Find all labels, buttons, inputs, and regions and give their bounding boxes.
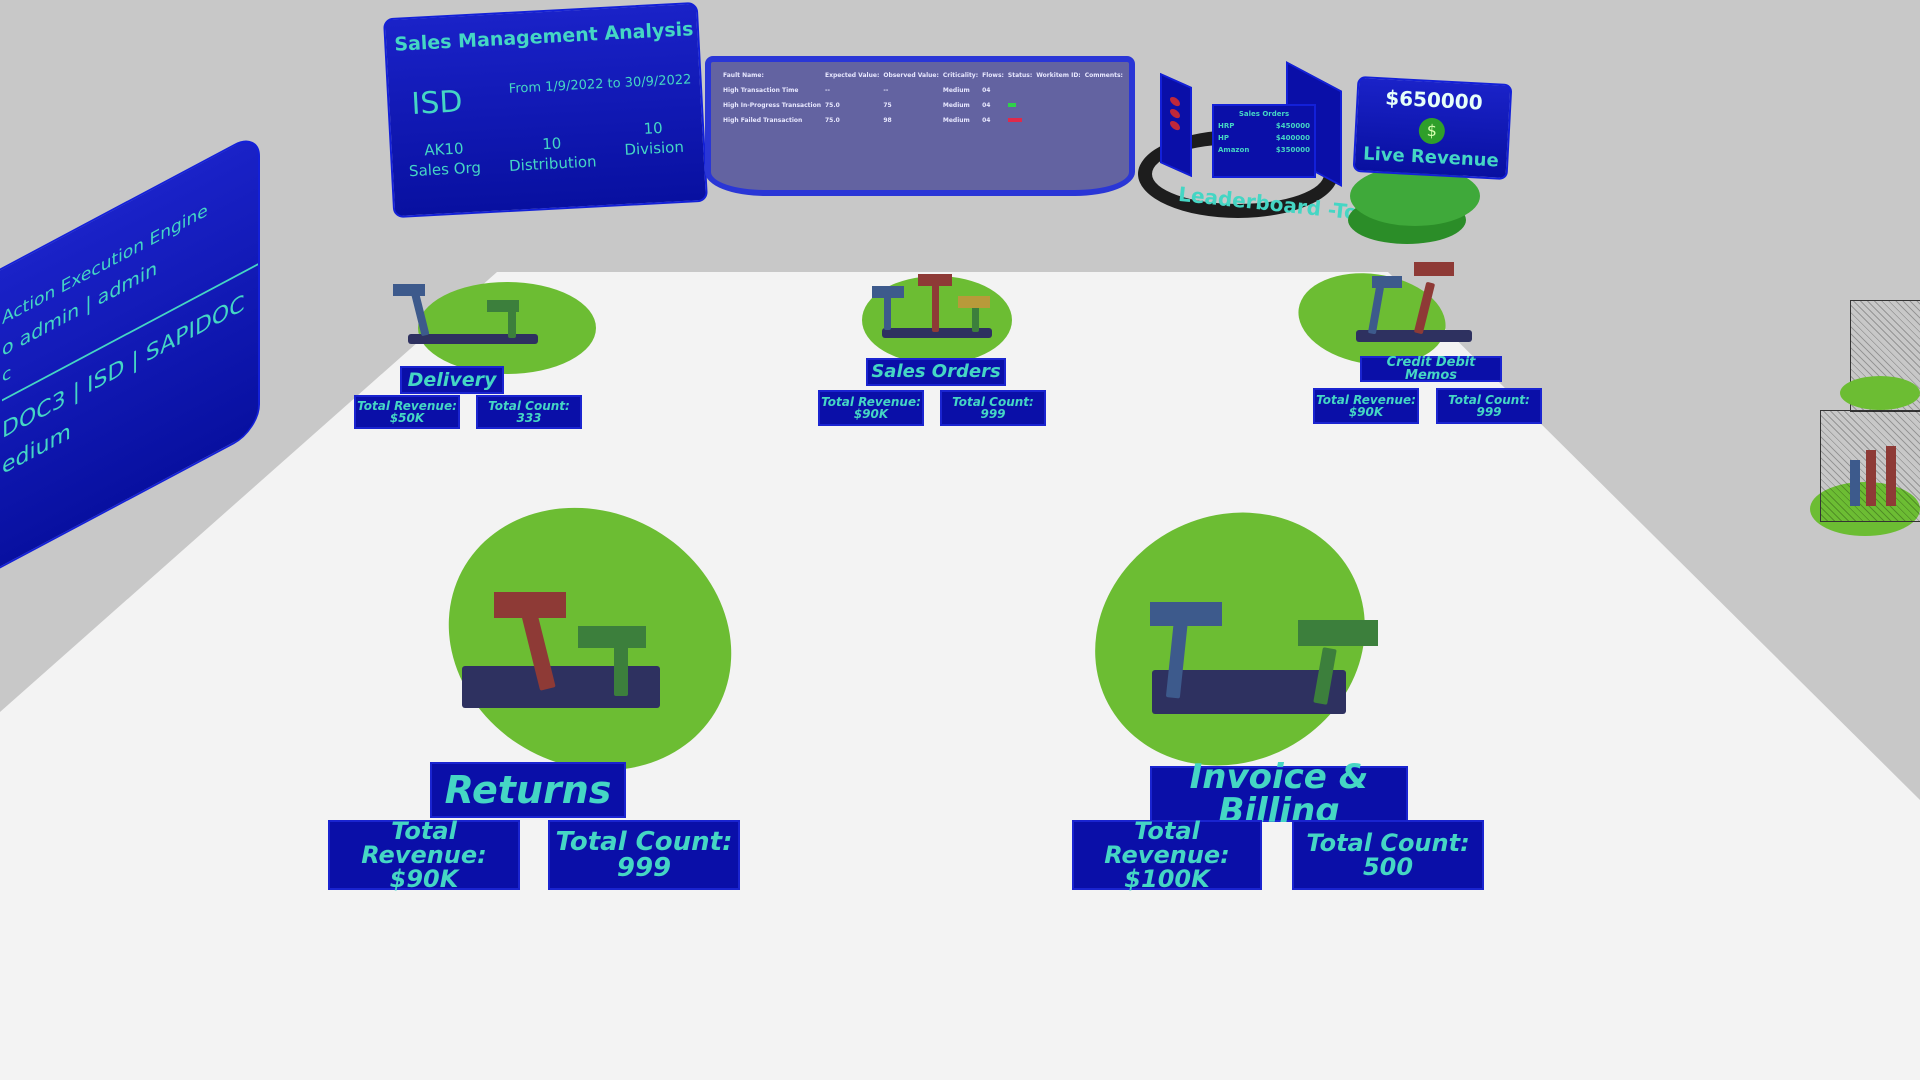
platform-base bbox=[408, 334, 538, 344]
status-badge-ok bbox=[1007, 103, 1016, 107]
station-title: Credit Debit Memos bbox=[1360, 356, 1502, 382]
status-badge-failed bbox=[1007, 118, 1022, 122]
live-revenue-panel: $650000 $ Live Revenue bbox=[1352, 76, 1513, 180]
col-flows: Flows: bbox=[982, 72, 1004, 79]
money-bag-icon: $ bbox=[1418, 117, 1446, 145]
bar-flag bbox=[1414, 262, 1454, 276]
bar-flag bbox=[393, 284, 425, 296]
platform-base bbox=[1356, 330, 1472, 342]
revenue-stat: Total Revenue: $100K bbox=[1072, 819, 1262, 891]
partial-3d-chart bbox=[1790, 300, 1920, 600]
bar-flag bbox=[958, 296, 990, 308]
col-status: Status: bbox=[1007, 72, 1033, 79]
leader-entry: HRP$450000 bbox=[1218, 122, 1310, 130]
col-fault-name: Fault Name: bbox=[723, 72, 764, 79]
bar-flag bbox=[872, 286, 904, 298]
platform bbox=[1840, 376, 1920, 410]
bar-blue bbox=[884, 296, 891, 330]
col-workitem: Workitem ID: bbox=[1036, 72, 1081, 79]
sales-analysis-panel: Sales Management Analysis ISD From 1/9/2… bbox=[382, 1, 709, 219]
bar-flag bbox=[1298, 620, 1378, 646]
count-stat: Total Count: 999 bbox=[940, 390, 1046, 426]
col-observed: Observed Value: bbox=[883, 72, 939, 79]
table-row[interactable]: High Failed Transaction 75.0 98 Medium 0… bbox=[721, 113, 1125, 128]
distribution: 10 Distribution bbox=[508, 134, 597, 175]
live-revenue-label: Live Revenue bbox=[1362, 143, 1500, 172]
platform bbox=[418, 282, 596, 374]
table-row[interactable]: High Transaction Time -- -- Medium 04 bbox=[723, 87, 991, 94]
revenue-stat: Total Revenue: $50K bbox=[354, 395, 460, 429]
leader-entry: Amazon$350000 bbox=[1218, 146, 1310, 154]
bar-red bbox=[932, 284, 939, 332]
bar-red bbox=[1886, 446, 1896, 506]
station-title: Delivery bbox=[400, 366, 504, 394]
platform-base bbox=[1152, 670, 1346, 714]
bar-flag bbox=[1150, 602, 1222, 626]
division: 10 Division bbox=[624, 118, 685, 159]
platform-base bbox=[462, 666, 660, 708]
col-comments: Comments: bbox=[1084, 72, 1123, 79]
count-stat: Total Count: 500 bbox=[1292, 820, 1484, 890]
station-title: Sales Orders bbox=[866, 358, 1006, 386]
bar-green bbox=[972, 306, 979, 332]
live-revenue-amount: $650000 bbox=[1384, 85, 1484, 115]
count-stat: Total Count: 333 bbox=[476, 395, 582, 429]
revenue-stat: Total Revenue: $90K bbox=[1313, 388, 1419, 424]
fault-table-screen: Fault Name: Expected Value: Observed Val… bbox=[705, 56, 1135, 196]
table-row[interactable]: High In-Progress Transaction 75.0 75 Med… bbox=[721, 98, 1125, 113]
bar-flag bbox=[487, 300, 519, 312]
bar-flag bbox=[1372, 276, 1402, 288]
bar-flag bbox=[494, 592, 566, 618]
system-label: ISD bbox=[410, 84, 464, 122]
fault-table: Fault Name: Expected Value: Observed Val… bbox=[721, 68, 1125, 128]
bar-red bbox=[1866, 450, 1876, 506]
leaderboard-card: Sales Orders HRP$450000 HP$400000 Amazon… bbox=[1212, 104, 1316, 178]
revenue-stat: Total Revenue: $90K bbox=[818, 390, 924, 426]
station-title: Returns bbox=[430, 762, 626, 818]
col-criticality: Criticality: bbox=[942, 72, 979, 79]
bar-flag bbox=[578, 626, 646, 648]
revenue-stat: Total Revenue: $90K bbox=[328, 819, 520, 891]
bar-green bbox=[614, 640, 628, 696]
date-range: From 1/9/2022 to 30/9/2022 bbox=[508, 72, 692, 97]
sales-org: AK10 Sales Org bbox=[408, 139, 482, 181]
leader-entry: HP$400000 bbox=[1218, 134, 1310, 142]
count-stat: Total Count: 999 bbox=[1436, 388, 1542, 424]
bar-blue bbox=[1850, 460, 1860, 506]
platform-base bbox=[882, 328, 992, 338]
col-expected: Expected Value: bbox=[824, 72, 880, 79]
leaderboard-side-card bbox=[1160, 72, 1192, 178]
count-stat: Total Count: 999 bbox=[548, 820, 740, 890]
bar-flag bbox=[918, 274, 952, 286]
bar-green bbox=[508, 310, 516, 338]
panel-title: Sales Management Analysis bbox=[393, 18, 694, 56]
station-title: Invoice & Billing bbox=[1150, 760, 1408, 828]
